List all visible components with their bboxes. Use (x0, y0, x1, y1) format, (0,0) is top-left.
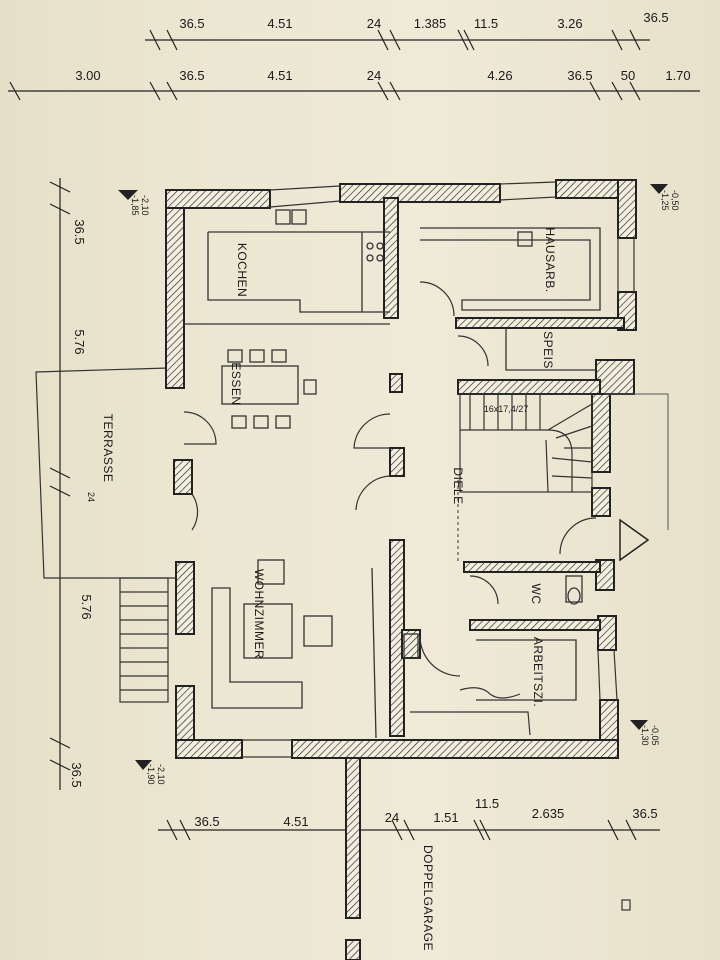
staircase: 16x17,4/27 (459, 393, 593, 493)
room-label-utility: HAUSARB. (543, 227, 557, 292)
dim-top2-4: 4.26 (487, 68, 512, 83)
room-label-kitchen: KOCHEN (235, 243, 249, 297)
level-text-bottom-left: -2,10-1,90 (146, 764, 166, 785)
dim-bottom-3: 1.51 (433, 810, 458, 825)
dim-top1-2: 24 (367, 16, 381, 31)
stair-label: 16x17,4/27 (484, 404, 529, 414)
terrace-steps (119, 577, 169, 703)
dim-left-0: 36.5 (72, 219, 87, 244)
dim-top1-3: 1.385 (414, 16, 447, 31)
level-text-top-right: -0,50-1,25 (660, 190, 680, 211)
level-marker-bottom-left: -2,10-1,90 (135, 760, 166, 785)
dim-bottom-1: 4.51 (283, 814, 308, 829)
dim-top1-6: 36.5 (643, 10, 668, 25)
room-label-wc: WC (529, 584, 543, 605)
dim-top2-1: 36.5 (179, 68, 204, 83)
level-marker-top-right: -0,50-1,25 (650, 184, 680, 211)
exterior-walls (165, 179, 637, 759)
pantry-shelves (505, 328, 596, 371)
dim-top2-3: 24 (367, 68, 381, 83)
dim-top1-1: 4.51 (267, 16, 292, 31)
entrance-arrow-icon (619, 518, 650, 562)
interior-walls (383, 197, 625, 737)
kitchen-furniture (207, 209, 390, 313)
dim-top1-5: 3.26 (557, 16, 582, 31)
study-furniture (403, 633, 577, 736)
level-marker-bottom-right: -0,05-1,30 (630, 720, 660, 746)
dim-top2-7: 1.70 (665, 68, 690, 83)
dim-left-4: 36.5 (69, 762, 84, 787)
living-furniture (211, 559, 377, 739)
dining-furniture (221, 349, 317, 429)
wc-fixtures (565, 575, 583, 605)
dim-bottom-6: 36.5 (632, 806, 657, 821)
dim-left-2: 24 (86, 492, 96, 502)
room-label-pantry: SPEIS (541, 331, 555, 369)
room-label-hall: DIELE (451, 467, 465, 504)
left-dimension-column: 36.5 5.76 24 5.76 36.5 (49, 178, 96, 790)
dim-top2-0: 3.00 (75, 68, 100, 83)
top-dimension-row-2: 3.00 36.5 4.51 24 4.26 36.5 50 1.70 (8, 68, 700, 101)
dim-top2-5: 36.5 (567, 68, 592, 83)
level-marker-top-left: -2,10-1,85 (118, 190, 150, 216)
garage: DOPPELGARAGE (345, 757, 631, 960)
dim-top2-2: 4.51 (267, 68, 292, 83)
dim-left-3: 5.76 (79, 594, 94, 619)
dim-left-1: 5.76 (72, 329, 87, 354)
windows (242, 181, 635, 758)
dim-top2-6: 50 (621, 68, 635, 83)
utility-furniture (420, 227, 601, 311)
room-label-garage: DOPPELGARAGE (421, 845, 435, 951)
dim-top1-4: 11.5 (474, 16, 498, 31)
level-text-bottom-right: -0,05-1,30 (640, 725, 660, 746)
room-label-terrace: TERRASSE (101, 414, 115, 483)
doors (183, 281, 597, 677)
dim-bottom-2: 24 (385, 810, 399, 825)
bottom-dimension-row: 36.5 4.51 24 1.51 11.5 2.635 36.5 (158, 796, 660, 841)
level-text-top-left: -2,10-1,85 (130, 195, 150, 216)
dim-bottom-4: 11.5 (475, 796, 499, 811)
dim-bottom-0: 36.5 (194, 814, 219, 829)
top-dimension-row-1: 36.5 4.51 24 1.385 11.5 3.26 36.5 (145, 10, 669, 51)
terrace: TERRASSE (35, 367, 178, 579)
room-label-living: WOHNZIMMER (252, 569, 266, 659)
dim-bottom-5: 2.635 (532, 806, 565, 821)
room-label-study: ARBEITSZI. (531, 637, 545, 707)
room-label-dining: ESSEN (229, 362, 243, 405)
dim-top1-0: 36.5 (179, 16, 204, 31)
